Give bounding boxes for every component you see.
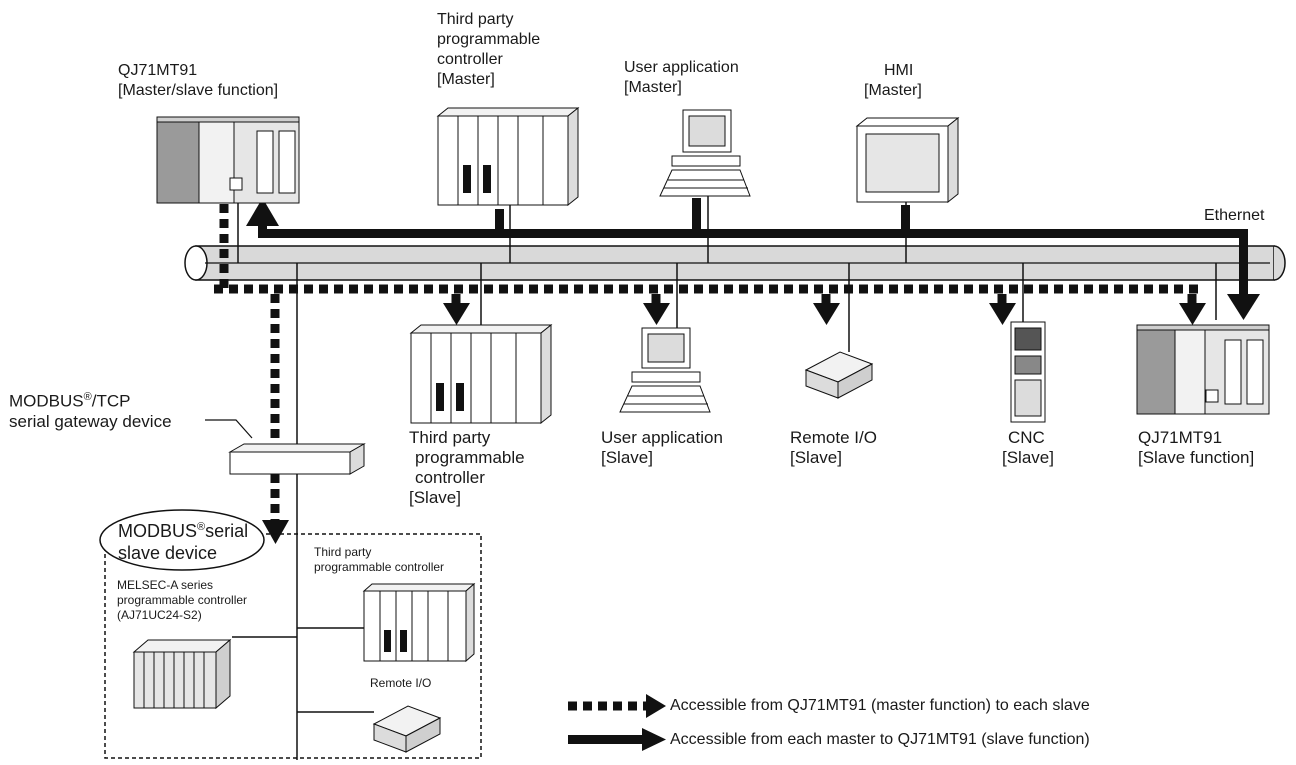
third-party-plc-master-device (436, 106, 580, 207)
user-application-master-label: User application[Master] (624, 59, 739, 96)
serial-remote-io-label: Remote I/O (370, 676, 432, 690)
remote-io-slave-device (804, 351, 874, 399)
user-application-master-device (659, 109, 751, 197)
ethernet-cable (184, 245, 1286, 281)
serial-slave-label: MODBUS®serial slave device (118, 521, 249, 563)
gateway-label: MODBUS®/TCP serial gateway device (9, 391, 172, 431)
qj71mt91-master-device (156, 116, 300, 204)
hmi-master-device (855, 116, 960, 204)
user-application-slave-label: User application[Slave] (601, 428, 723, 467)
remote-io-slave-label: Remote I/O[Slave] (790, 428, 877, 467)
legend-solid-symbol (568, 728, 666, 751)
third-party-plc-slave-device (409, 323, 553, 425)
ethernet-label: Ethernet (1204, 207, 1265, 224)
legend-dashed-text: Accessible from QJ71MT91 (master functio… (670, 697, 1090, 714)
user-application-slave-device (619, 327, 711, 413)
legend-solid-text: Accessible from each master to QJ71MT91 … (670, 731, 1090, 748)
qj71mt91-master-label: QJ71MT91[Master/slave function] (118, 62, 279, 99)
solid-access-path (246, 198, 1260, 320)
serial-remote-io-device (372, 705, 442, 753)
connection-lines (232, 194, 1217, 765)
qj71mt91-slave-device (1136, 324, 1270, 415)
hmi-master-label: HMI[Master] (864, 62, 922, 99)
serial-third-party-plc-device (362, 582, 476, 663)
dashed-access-path (214, 204, 1206, 544)
cnc-slave-device (1010, 321, 1046, 423)
melsec-a-device (132, 638, 232, 710)
legend-dashed-symbol (568, 694, 666, 718)
modbus-gateway-device (205, 419, 366, 475)
serial-network-boundary (104, 533, 482, 759)
qj71mt91-slave-label: QJ71MT91[Slave function] (1138, 428, 1255, 467)
cnc-slave-label: CNC[Slave] (1002, 428, 1054, 467)
serial-slave-oval (99, 509, 265, 571)
